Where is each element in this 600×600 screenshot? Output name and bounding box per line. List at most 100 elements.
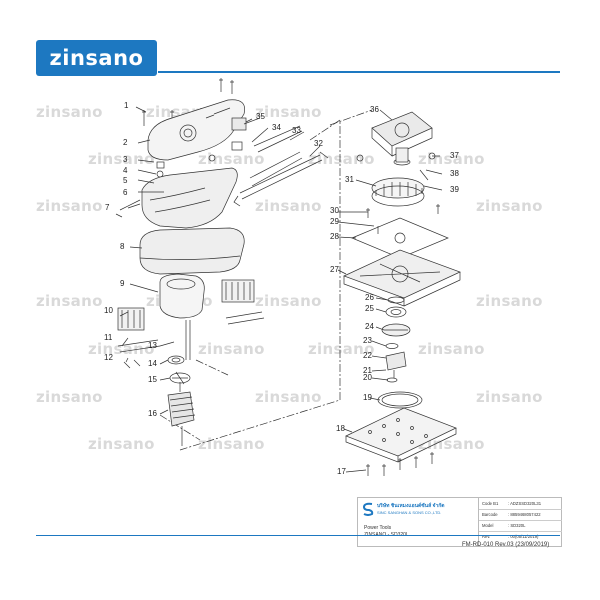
part-2-top-cover <box>147 99 245 161</box>
callout-1: 1 <box>124 101 129 110</box>
callout-35: 35 <box>256 112 265 121</box>
watermark: zinsano <box>36 388 103 406</box>
callout-21: 21 <box>363 366 372 375</box>
callout-2: 2 <box>123 138 128 147</box>
callout-36: 36 <box>370 105 379 114</box>
part-18-sanding-pad <box>345 407 457 463</box>
product-type: Power Tools <box>364 525 392 531</box>
part-14-bearing <box>167 355 185 365</box>
callout-9: 9 <box>120 279 125 288</box>
callout-23: 23 <box>363 336 372 345</box>
field-key: Code B1 <box>482 501 499 506</box>
part-19-pad-gasket <box>377 391 423 409</box>
callout-26: 26 <box>365 293 374 302</box>
watermark: zinsano <box>198 150 265 168</box>
callout-4: 4 <box>123 166 128 175</box>
footer-rule <box>36 535 560 536</box>
callout-3: 3 <box>123 155 128 164</box>
title-block: บริษัท ชินเหมงแอนด์ซันส์ จำกัด SINC SANG… <box>357 497 562 547</box>
callout-11: 11 <box>104 333 113 342</box>
part-28-gasket <box>351 217 449 259</box>
part-21-22-shaft <box>385 351 407 378</box>
watermark: zinsano <box>476 197 543 215</box>
callout-8: 8 <box>120 242 125 251</box>
company-name-thai: บริษัท ชินเหมงแอนด์ซันส์ จำกัด <box>377 503 445 509</box>
callout-labels: 1 2 3 4 5 6 7 8 9 10 11 12 13 14 15 16 1… <box>104 101 459 476</box>
field-value: : SD320L <box>508 523 526 528</box>
callout-15: 15 <box>148 375 157 384</box>
zinsano-logo: zinsano <box>36 40 157 76</box>
part-8-base-housing <box>139 227 245 275</box>
callout-29: 29 <box>330 217 339 226</box>
part-35-switch <box>231 117 253 131</box>
field-row: Model : SD320L <box>479 521 562 532</box>
part-32-power-cord <box>233 151 329 207</box>
watermark: zinsano <box>418 435 485 453</box>
field-key: Barcode <box>482 512 498 517</box>
callout-19: 19 <box>363 393 372 402</box>
watermark: zinsano <box>88 150 155 168</box>
watermark: zinsano <box>476 388 543 406</box>
watermark: zinsano <box>36 197 103 215</box>
callout-28: 28 <box>330 232 339 241</box>
watermark: zinsano <box>308 340 375 358</box>
callout-33: 33 <box>292 126 301 135</box>
part-31-gear <box>371 169 429 207</box>
watermark: zinsano <box>88 435 155 453</box>
callout-14: 14 <box>148 359 157 368</box>
callout-13: 13 <box>148 341 157 350</box>
callout-22: 22 <box>363 351 372 360</box>
callout-32: 32 <box>314 139 323 148</box>
company-header: บริษัท ชินเหมงแอนด์ซันส์ จำกัด SINC SANG… <box>360 500 476 520</box>
field-key: Rev. <box>482 534 491 539</box>
part-20-washer <box>386 377 398 383</box>
watermark: zinsano <box>36 292 103 310</box>
product-info: Power Tools ZINSANO - SD320L <box>364 525 409 539</box>
callout-27: 27 <box>330 265 339 274</box>
part-36-bearing-housing <box>371 111 433 157</box>
watermark: zinsano <box>418 340 485 358</box>
callout-6: 6 <box>123 188 128 197</box>
part-25-26-bearings <box>385 296 407 318</box>
field-value: : 00(05/11/2019) <box>508 534 539 539</box>
watermark: zinsano <box>36 103 103 121</box>
form-number: FM-RD-010 Rev.03 (23/09/2019) <box>462 542 550 548</box>
callout-37: 37 <box>450 151 459 160</box>
header-rule <box>158 71 560 73</box>
watermark: zinsano <box>198 340 265 358</box>
part-27-base-plate <box>343 249 461 307</box>
watermark: zinsano <box>255 197 322 215</box>
company-name-english: SINC SANGHAN & SONS CO.,LTD. <box>377 510 442 515</box>
field-row: Rev. : 00(05/11/2019) <box>479 532 562 542</box>
callout-34: 34 <box>272 123 281 132</box>
watermark: zinsano <box>476 292 543 310</box>
field-row: Code B1 : ADZSSD320L31 <box>479 499 562 510</box>
watermark: zinsano <box>198 435 265 453</box>
callout-31: 31 <box>345 175 354 184</box>
field-row: Barcode : 8859468057422 <box>479 510 562 521</box>
callout-5: 5 <box>123 176 128 185</box>
part-16-armature <box>167 382 196 446</box>
callout-7: 7 <box>105 203 110 212</box>
field-key: Model <box>482 523 494 528</box>
callout-24: 24 <box>365 322 374 331</box>
title-block-fields: Code B1 : ADZSSD320L31 Barcode : 8859468… <box>478 498 562 546</box>
callout-30: 30 <box>330 206 339 215</box>
part-7-housing <box>115 167 238 229</box>
callout-38: 38 <box>450 169 459 178</box>
part-33-34-cord-clamp <box>231 125 303 153</box>
watermark: zinsano <box>255 388 322 406</box>
part-17-pad-screws <box>366 452 434 476</box>
watermark: zinsano <box>88 340 155 358</box>
company-logo-icon <box>362 502 374 516</box>
watermark: zinsano <box>255 292 322 310</box>
part-24-eccentric <box>381 323 411 337</box>
callout-10: 10 <box>104 306 113 315</box>
field-value: : ADZSSD320L31 <box>508 501 542 506</box>
callout-25: 25 <box>365 304 374 313</box>
assembly-divider-line <box>179 119 341 451</box>
part-29-30-screws <box>366 204 440 234</box>
callout-17: 17 <box>337 467 346 476</box>
